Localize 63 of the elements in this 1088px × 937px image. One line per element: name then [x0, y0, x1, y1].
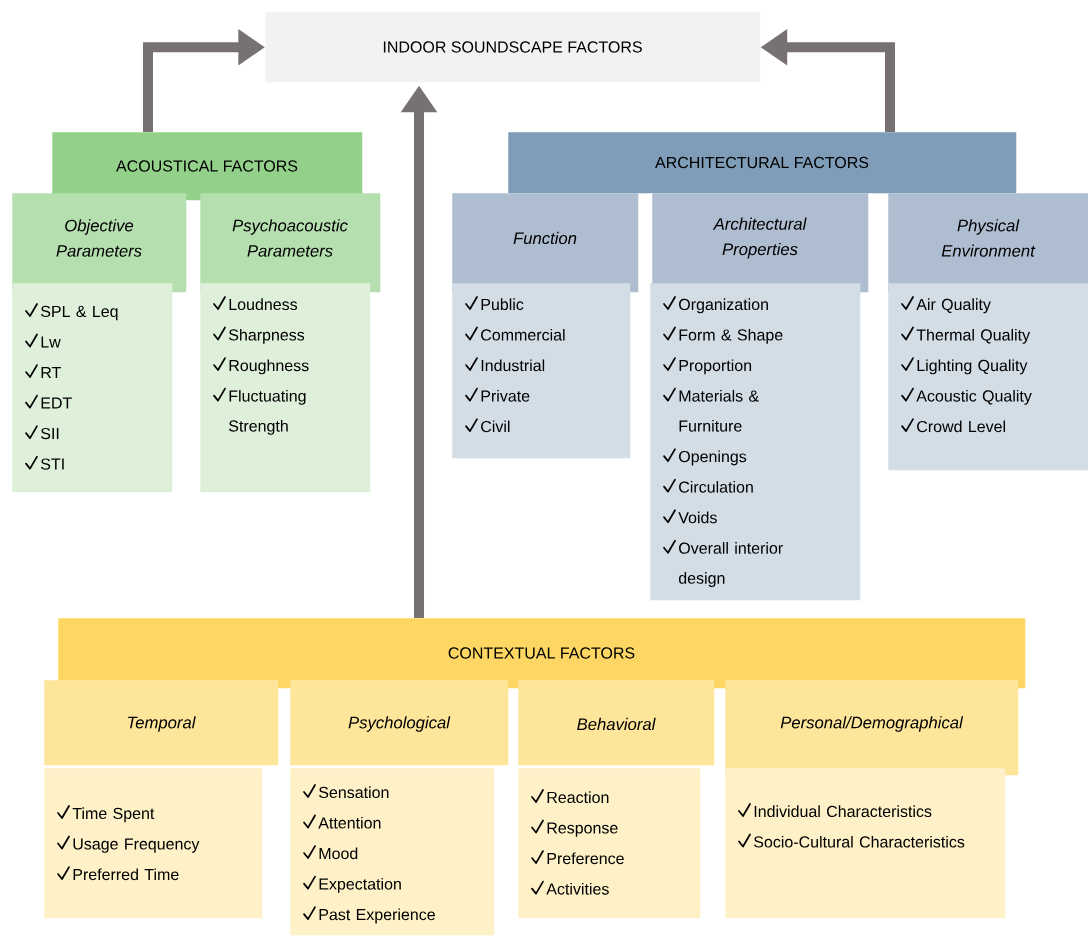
list-item: Expectation [303, 875, 401, 893]
list-item: Voids [663, 509, 717, 524]
list-item: SPL & Leq [25, 303, 118, 321]
list-item: Acoustic Quality [901, 387, 1032, 405]
list-item: Circulation [663, 478, 753, 493]
subcategory-header: Psychological [290, 680, 509, 766]
list-item: Crowd Level [901, 418, 1005, 433]
list-item: Proportion [663, 357, 752, 375]
list-item: Preferred Time [57, 866, 179, 881]
subcategory-header: Temporal [44, 680, 279, 766]
subcategory-header: Objective Parameters [12, 193, 187, 293]
checklist-box [12, 283, 173, 493]
list-item: Activities [531, 880, 609, 895]
list-item: Thermal Quality [901, 326, 1031, 344]
list-item: RT [25, 364, 61, 378]
category-header: ARCHITECTURAL FACTORS [508, 132, 1017, 194]
list-item: Mood [303, 845, 358, 860]
list-item: Preference [531, 850, 624, 865]
list-item: Civil [465, 418, 510, 433]
list-item: STI [25, 455, 64, 470]
list-item: Individual Characteristics [738, 803, 932, 818]
list-item: EDT [25, 394, 72, 409]
list-item: Organization [663, 296, 768, 314]
list-item: Lw [25, 333, 61, 348]
list-item: Attention [303, 814, 381, 829]
checklist-box [518, 768, 701, 919]
subcategory-header: Behavioral [518, 680, 715, 766]
list-item: Overall interior design [663, 539, 783, 587]
list-item: Past Experience [303, 906, 435, 924]
subcategory-header: Function [452, 193, 639, 293]
list-item: Materials & Furniture [663, 387, 759, 432]
list-item: Openings [663, 448, 747, 466]
checklist-box [200, 283, 371, 493]
list-item: SII [25, 425, 59, 440]
checklist-box [725, 768, 1006, 919]
list-item: Fluctuating Strength [213, 387, 306, 435]
subcategory-header: Architectural Properties [652, 193, 869, 293]
list-item: Loudness [213, 296, 298, 311]
checklist-box [290, 768, 495, 936]
checklist-box [650, 283, 861, 601]
list-item: Public [465, 296, 524, 311]
checklist-box [44, 768, 263, 919]
list-item: Time Spent [57, 805, 155, 823]
list-item: Air Quality [901, 296, 991, 314]
subcategory-header: Personal/Demographical [725, 680, 1019, 776]
list-item: Sharpness [213, 326, 305, 344]
list-item: Commercial [465, 326, 565, 341]
list-item: Private [465, 387, 530, 402]
list-item: Usage Frequency [57, 835, 200, 853]
list-item: Sensation [303, 784, 389, 799]
title-box: INDOOR SOUNDSCAPE FACTORS [265, 12, 761, 83]
checklist-box [888, 283, 1088, 471]
category-header: ACOUSTICAL FACTORS [52, 132, 363, 201]
subcategory-header: Physical Environment [888, 193, 1088, 293]
list-item: Socio-Cultural Characteristics [738, 833, 965, 848]
list-item: Lighting Quality [901, 357, 1028, 375]
list-item: Industrial [465, 357, 545, 372]
list-item: Response [531, 819, 618, 837]
list-item: Reaction [531, 789, 609, 804]
list-item: Roughness [213, 357, 309, 375]
checklist-box [452, 283, 631, 459]
list-item: Form & Shape [663, 326, 783, 344]
subcategory-header: Psychoacoustic Parameters [200, 193, 381, 293]
